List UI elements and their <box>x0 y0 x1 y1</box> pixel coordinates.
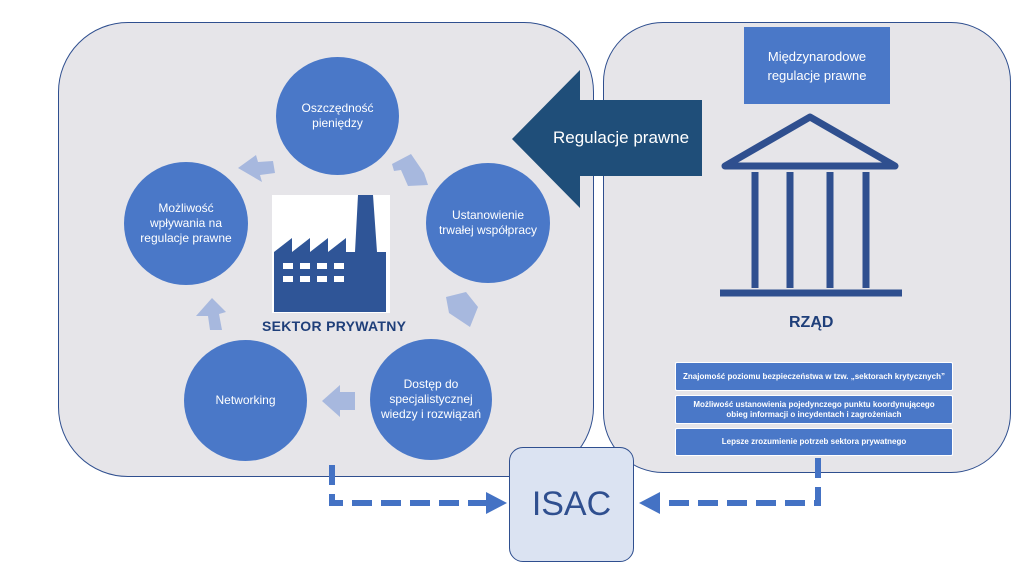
connector-left-arrowhead <box>486 492 507 514</box>
cycle-arrow-3 <box>446 292 478 327</box>
benefit-item: Lepsze zrozumienie potrzeb sektora prywa… <box>675 428 953 456</box>
connector-right-arrowhead <box>639 492 660 514</box>
cycle-arrow-5 <box>196 298 226 330</box>
international-regulations-box: Międzynarodowe regulacje prawne <box>744 27 890 104</box>
government-building-icon <box>720 113 902 297</box>
cycle-arrows <box>196 154 478 417</box>
benefit-item: Możliwość ustanowienia pojedynczego punk… <box>675 395 953 424</box>
isac-connectors <box>329 458 821 506</box>
factory-icon <box>272 195 390 313</box>
private-sector-label: SEKTOR PRYWATNY <box>262 318 407 334</box>
circle-lasting-cooperation: Ustanowienie trwałej współpracy <box>426 163 550 283</box>
circle-networking: Networking <box>184 340 307 461</box>
government-label: RZĄD <box>789 314 834 331</box>
regulation-arrow-label: Regulacje prawne <box>553 128 690 147</box>
regulation-arrow <box>512 70 702 208</box>
cycle-arrow-4 <box>322 385 355 417</box>
connector-right <box>660 458 821 506</box>
benefit-item: Znajomość poziomu bezpieczeństwa w tzw. … <box>675 362 953 391</box>
circle-influence-regulations: Możliwość wpływania na regulacje prawne <box>124 162 248 285</box>
circle-expert-knowledge: Dostęp do specjalistycznej wiedzy i rozw… <box>370 339 492 460</box>
isac-box: ISAC <box>509 447 634 562</box>
cycle-arrow-1 <box>238 155 275 182</box>
connector-left <box>329 465 486 506</box>
circle-save-money: Oszczędność pieniędzy <box>276 57 399 175</box>
cycle-arrow-2 <box>392 154 428 186</box>
